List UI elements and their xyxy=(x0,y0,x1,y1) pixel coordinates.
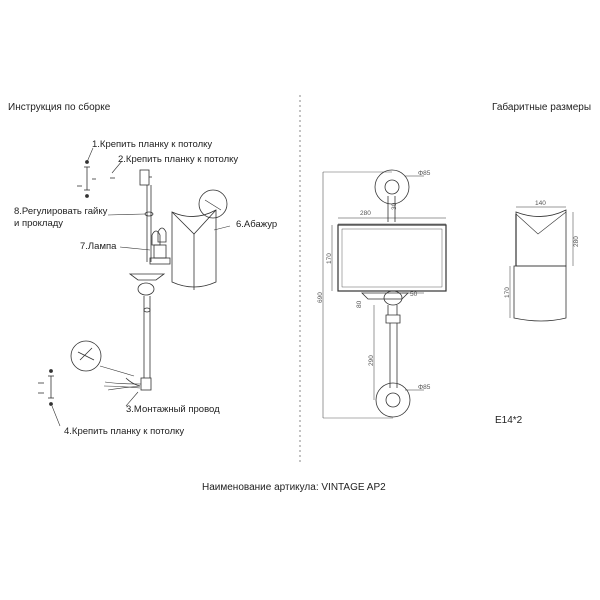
crystal-bead xyxy=(137,282,155,296)
article-name: Наименование артикула: VINTAGE AP2 xyxy=(202,482,386,493)
bracket-icon-top xyxy=(77,160,115,198)
step-6-label: 6.Абажур xyxy=(236,219,278,230)
lamp-holders xyxy=(149,227,171,265)
dim-shade-width: 280 xyxy=(360,210,371,217)
adjust-nut xyxy=(144,211,154,217)
step-1-label: 1.Крепить планку к потолку xyxy=(92,139,213,150)
step-2-label: 2.Крепить планку к потолку xyxy=(118,154,239,165)
wall-plate-top xyxy=(139,169,150,186)
step-7-label: 7.Лампа xyxy=(80,241,117,252)
leader-step3 xyxy=(125,391,139,407)
step-8-label: 8.Регулировать гайку xyxy=(14,206,108,217)
dim-total-height: 690 xyxy=(317,292,324,303)
step-8-label-cont: и прокладу xyxy=(14,218,64,229)
dim-collar: 80 xyxy=(356,300,363,308)
step-4-label: 4.Крепить планку к потолку xyxy=(64,426,185,437)
leader-step7 xyxy=(119,246,151,251)
dim-side-depth: 140 xyxy=(535,200,546,207)
lamp-spec: E14*2 xyxy=(495,415,523,426)
dim-bottom-hole: Φ85 xyxy=(418,384,431,391)
wall-plate-bottom xyxy=(140,377,152,391)
dimensions-heading: Габаритные размеры xyxy=(492,102,592,113)
lampshade xyxy=(171,209,217,290)
detail-zoom-top xyxy=(198,189,228,219)
bracket-icon-bottom xyxy=(38,369,54,406)
step-3-label: 3.Монтажный провод xyxy=(126,404,220,415)
assembly-diagram xyxy=(38,147,231,427)
dim-stem: 290 xyxy=(368,355,375,366)
assembly-heading: Инструкция по сборке xyxy=(8,102,111,113)
front-dimension-drawing xyxy=(322,169,447,419)
leader-step6 xyxy=(213,225,231,231)
dim-top-hole: Φ85 xyxy=(418,170,431,177)
dim-neck: 50 xyxy=(410,291,418,298)
dim-rod: 30 xyxy=(391,202,398,210)
side-dimension-drawing xyxy=(509,206,574,322)
dim-side-shade-height: 280 xyxy=(573,236,580,247)
dim-side-shade-length: 170 xyxy=(504,287,511,298)
leader-step4 xyxy=(51,405,61,427)
leader-step8 xyxy=(107,213,146,216)
dim-shade-height: 170 xyxy=(326,253,333,264)
leader-step2 xyxy=(111,160,123,174)
detail-zoom-bottom xyxy=(70,340,102,372)
collar xyxy=(128,273,166,281)
leader-step1 xyxy=(86,147,94,163)
